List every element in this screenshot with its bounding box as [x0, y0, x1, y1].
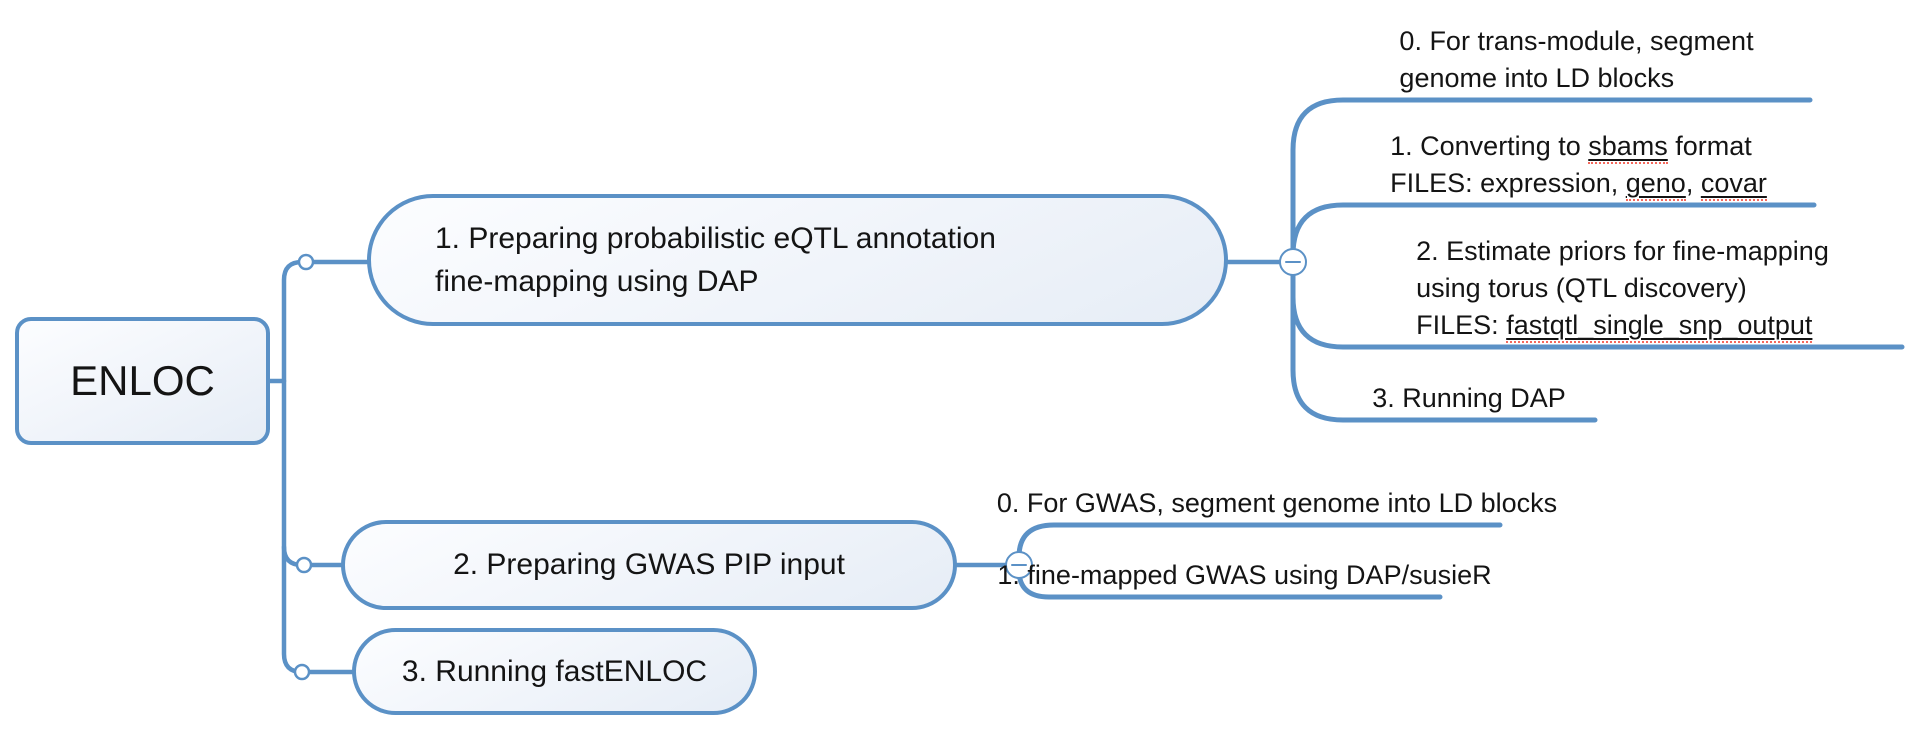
subtopic-gwas-ld-blocks[interactable]: 0. For GWAS, segment genome into LD bloc… — [997, 485, 1557, 522]
misspelled-word: fastqtl_single_snp_output — [1506, 310, 1813, 343]
subtopic-estimate-priors-torus[interactable]: 2. Estimate priors for fine-mapping usin… — [1343, 233, 1902, 344]
branch2-collapse-button[interactable] — [1005, 551, 1033, 579]
subtopic-text: 1. Converting to sbams format FILES: exp… — [1390, 128, 1767, 202]
subtopic-text: 2. Estimate priors for fine-mapping usin… — [1416, 233, 1829, 344]
topic-label-line: fine-mapping using DAP — [435, 265, 759, 298]
subtopic-text: 0. For GWAS, segment genome into LD bloc… — [996, 488, 1558, 518]
branch1-child3-underline — [1290, 259, 1598, 423]
topic-label-line: 3. Running fastENLOC — [401, 654, 708, 688]
branch3-node-dot[interactable] — [293, 663, 311, 681]
topic-preparing-eqtl-annotation[interactable]: 1. Preparing probabilistic eQTL annotati… — [367, 194, 1228, 326]
root-topic-enloc[interactable]: ENLOC — [15, 317, 270, 445]
misspelled-word: covar — [1700, 168, 1767, 201]
misspelled-word: geno — [1625, 168, 1686, 201]
subtopic-text: 1. fine-mapped GWAS using DAP/susieR — [997, 560, 1492, 590]
topic-label-line: 2. Preparing GWAS PIP input — [453, 548, 845, 581]
subtopic-text: 3. Running DAP — [1372, 383, 1566, 413]
subtopic-text: 0. For trans-module, segment genome into… — [1399, 26, 1754, 93]
subtopic-finemapped-gwas[interactable]: 1. fine-mapped GWAS using DAP/susieR — [997, 557, 1491, 594]
topic-label-line: 1. Preparing probabilistic eQTL annotati… — [435, 222, 996, 255]
branch2-node-dot[interactable] — [295, 556, 313, 574]
branch1-collapse-button[interactable] — [1279, 248, 1307, 276]
subtopic-converting-sbams[interactable]: 1. Converting to sbams format FILES: exp… — [1343, 128, 1814, 202]
branch1-node-dot[interactable] — [297, 253, 315, 271]
topic-running-fastenloc[interactable]: 3. Running fastENLOC — [352, 628, 757, 715]
root-topic-label: ENLOC — [70, 357, 215, 404]
subtopic-trans-module-ld-blocks[interactable]: 0. For trans-module, segment genome into… — [1343, 23, 1810, 97]
root-trunk-line — [281, 259, 370, 675]
branch1-child0-underline — [1290, 97, 1813, 265]
subtopic-running-dap[interactable]: 3. Running DAP — [1343, 380, 1595, 417]
branch2-spur-line — [281, 544, 344, 568]
topic-preparing-gwas-pip-input[interactable]: 2. Preparing GWAS PIP input — [341, 520, 957, 610]
misspelled-word: sbams — [1588, 131, 1668, 164]
